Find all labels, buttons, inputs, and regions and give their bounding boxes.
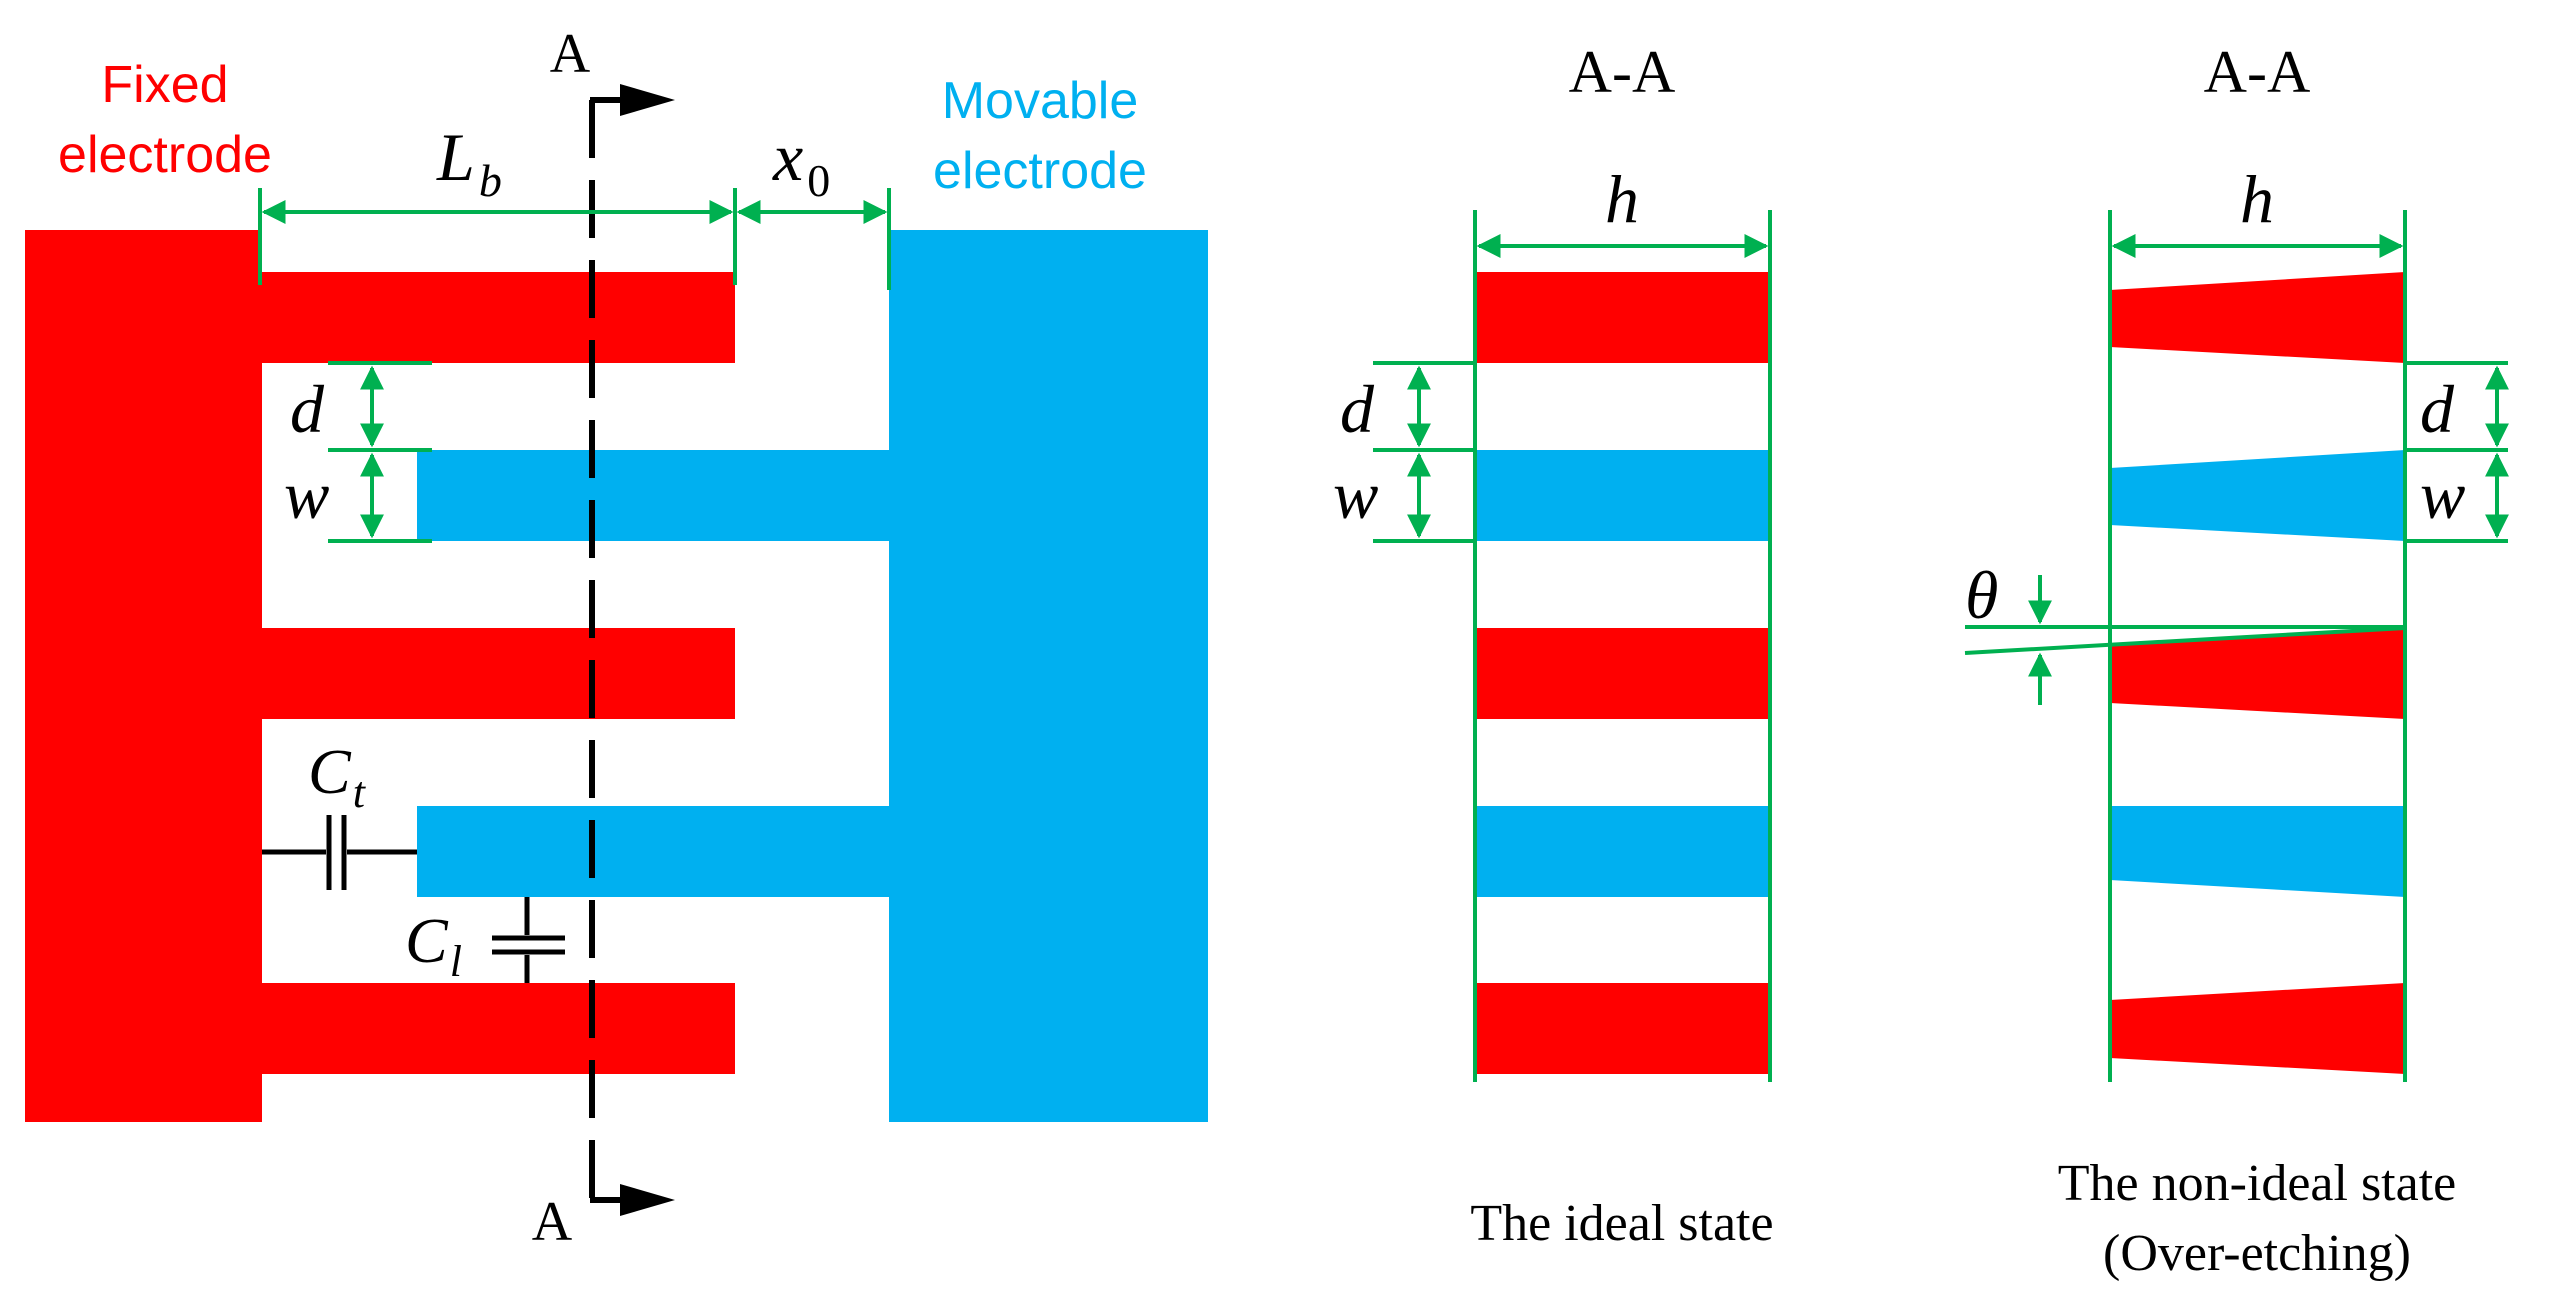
movable-finger (417, 450, 891, 541)
ideal-caption: The ideal state (1470, 1195, 1773, 1252)
fixed-finger-section-tapered (2110, 983, 2405, 1074)
top-view: Fixed electrode Movable electrode A A Lb… (25, 23, 1208, 1253)
w-symbol: w (1333, 457, 1378, 533)
lb-symbol: Lb (436, 119, 502, 206)
theta-taper-line (1964, 626, 2406, 655)
ideal-section-title: A-A (1569, 39, 1676, 105)
fixed-finger-section (1475, 628, 1770, 719)
x0-symbol: x0 (772, 119, 830, 206)
ideal-section: A-A h d w The ideal state (1333, 39, 1774, 1252)
fixed-finger-section (1475, 272, 1770, 363)
fixed-finger-section (1475, 983, 1770, 1074)
nonideal-caption: (Over-etching) (2103, 1225, 2411, 1282)
movable-electrode-label: electrode (933, 142, 1147, 200)
fixed-electrode-label: electrode (58, 126, 272, 184)
ct-symbol: Ct (308, 736, 367, 817)
fixed-finger (260, 983, 735, 1074)
section-arrow-bottom-icon (620, 1184, 675, 1216)
ideal-dimensions (1373, 210, 1772, 1082)
capacitor-ct-icon (262, 815, 417, 890)
h-symbol: h (2240, 161, 2274, 237)
d-symbol: d (2420, 371, 2455, 447)
movable-electrode (417, 230, 1208, 1122)
section-label-top: A (550, 23, 591, 85)
nonideal-section: A-A h d w θ The non-ideal state (Over-et… (1964, 39, 2509, 1282)
movable-finger-section-tapered (2110, 806, 2405, 897)
w-symbol: w (284, 457, 329, 533)
section-label-bottom: A (532, 1191, 573, 1253)
movable-finger-section (1475, 806, 1770, 897)
fixed-finger-section-tapered (2110, 628, 2405, 719)
movable-electrode-body (889, 230, 1208, 1122)
w-symbol: w (2420, 457, 2465, 533)
cl-symbol: Cl (405, 905, 462, 986)
dim-d-w-left (328, 361, 432, 543)
fixed-electrode-body (25, 230, 262, 1122)
dim-lb-x0 (258, 188, 891, 290)
nonideal-dimensions (1964, 210, 2509, 1082)
section-line (589, 84, 675, 1216)
movable-finger (417, 806, 891, 897)
fixed-electrode-label: Fixed (101, 56, 228, 114)
section-arrow-top-icon (620, 84, 675, 116)
capacitor-cl-icon (492, 897, 565, 983)
movable-finger-section (1475, 450, 1770, 541)
movable-finger-section-tapered (2110, 450, 2405, 541)
d-symbol: d (1340, 371, 1375, 447)
d-symbol: d (290, 371, 325, 447)
fixed-finger-section-tapered (2110, 272, 2405, 363)
nonideal-section-title: A-A (2204, 39, 2311, 105)
movable-electrode-label: Movable (942, 72, 1139, 130)
fixed-electrode (25, 230, 735, 1122)
theta-symbol: θ (1965, 557, 1998, 633)
h-symbol: h (1605, 161, 1639, 237)
nonideal-caption: The non-ideal state (2058, 1155, 2457, 1212)
fixed-finger (260, 628, 735, 719)
fixed-finger (260, 272, 735, 363)
